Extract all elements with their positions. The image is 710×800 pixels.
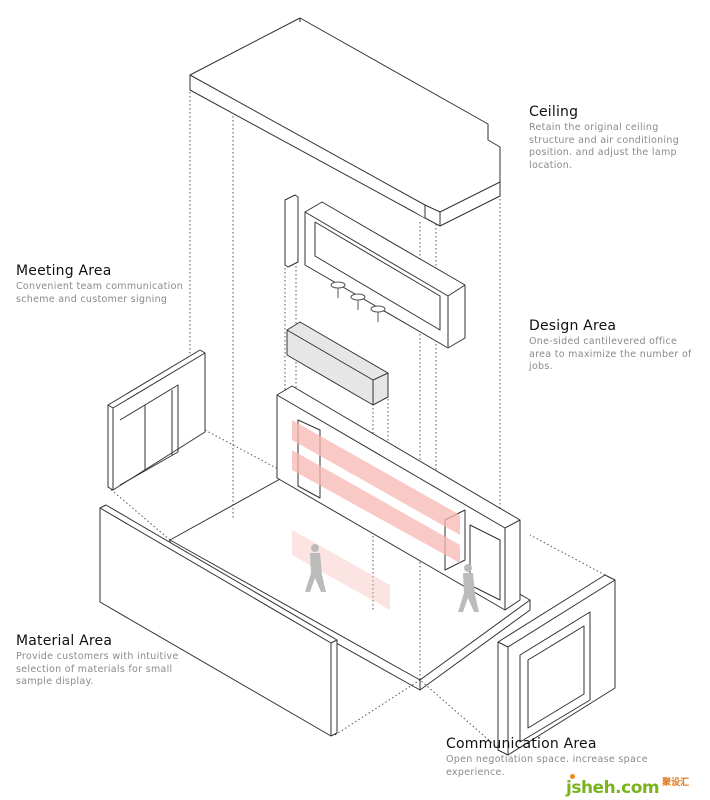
desc-line: Open negotiation space. increase space (446, 754, 648, 765)
watermark-text: jsheh.com (566, 778, 660, 798)
communication-description: Open negotiation space. increase space e… (446, 754, 648, 779)
meeting-area-wall (107, 349, 206, 491)
meeting-annotation: Meeting Area Convenient team communicati… (16, 263, 183, 306)
desc-line: Retain the original ceiling (529, 122, 659, 133)
communication-annotation: Communication Area Open negotiation spac… (446, 736, 648, 779)
material-annotation: Material Area Provide customers with int… (16, 633, 179, 689)
material-area-wall (99, 504, 338, 737)
desc-line: area to maximize the number of (529, 348, 692, 360)
material-description: Provide customers with intuitive selecti… (16, 651, 179, 689)
meeting-description: Convenient team communication scheme and… (16, 281, 183, 306)
desc-line: selection of materials for small (16, 663, 173, 675)
ceiling-block (189, 17, 501, 227)
desc-line: One-sided cantilevered office (529, 336, 678, 347)
desc-line: scheme and customer signing (16, 293, 168, 305)
desc-line: position. and adjust the lamp (529, 147, 677, 158)
communication-area-wall (497, 574, 616, 756)
desc-line: sample display. (16, 676, 94, 687)
desc-line: location. (529, 159, 573, 171)
vertical-panel (284, 194, 299, 268)
ceiling-annotation: Ceiling Retain the original ceiling stru… (529, 104, 679, 172)
watermark-logo: jsheh.com 聚设汇 (566, 774, 690, 798)
design-annotation: Design Area One-sided cantilevered offic… (529, 318, 692, 374)
ceiling-description: Retain the original ceiling structure an… (529, 122, 679, 172)
meeting-title: Meeting Area (16, 263, 112, 279)
watermark-cn: 聚设汇 (662, 778, 690, 788)
ceiling-title: Ceiling (529, 104, 579, 120)
material-title: Material Area (16, 633, 113, 649)
cantilever-desk (286, 321, 389, 406)
desc-line: structure and air conditioning (529, 134, 680, 146)
design-title: Design Area (529, 318, 617, 334)
logo-dot (570, 774, 575, 779)
communication-title: Communication Area (446, 736, 597, 752)
desc-line: experience. (446, 766, 505, 778)
person-figures (305, 544, 479, 612)
design-description: One-sided cantilevered office area to ma… (529, 336, 692, 374)
desc-line: jobs. (529, 361, 553, 372)
desc-line: Convenient team communication (16, 281, 184, 292)
desc-line: Provide customers with intuitive (16, 651, 179, 662)
design-area-shelf (304, 201, 466, 349)
